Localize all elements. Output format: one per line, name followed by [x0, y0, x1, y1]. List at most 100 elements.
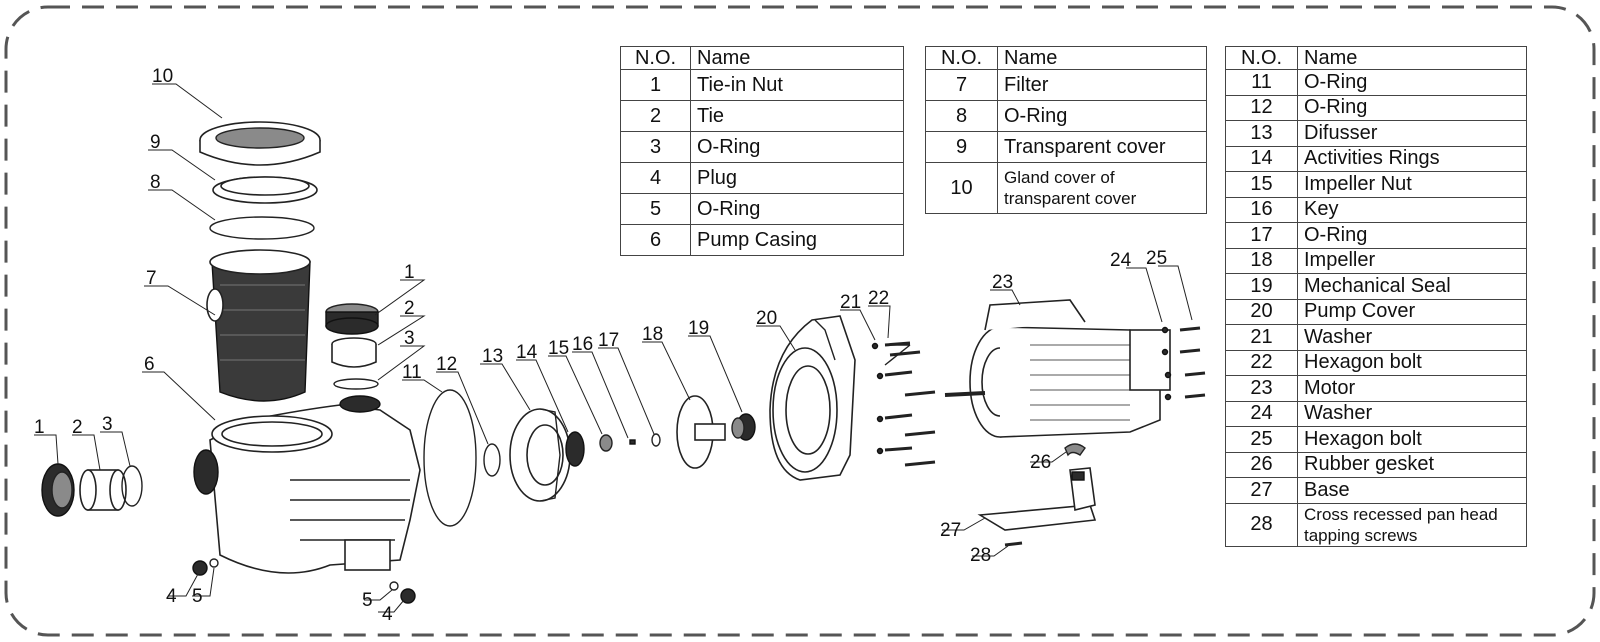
part-name: Pump Cover [1297, 298, 1527, 325]
part-tie-center [331, 337, 377, 368]
part-name: Filter [997, 69, 1207, 101]
part-name: Hexagon bolt [1297, 426, 1527, 453]
callout-27: 27 [940, 520, 961, 541]
part-pump-cover [769, 315, 856, 481]
part-number: 15 [1225, 171, 1298, 198]
table-header: N.O. Name [1225, 46, 1527, 70]
part-activities-ring [565, 431, 585, 467]
part-name: Activities Rings [1297, 145, 1527, 172]
callout-21: 21 [840, 292, 861, 313]
part-o-ring-12 [483, 443, 501, 477]
callout-28: 28 [970, 545, 991, 566]
part-number: 9 [925, 131, 998, 163]
callout-4-right: 4 [382, 604, 393, 625]
header-no: N.O. [1225, 46, 1298, 70]
part-pump-casing [193, 395, 421, 574]
callout-4-left: 4 [166, 586, 177, 607]
part-name: Transparent cover [997, 131, 1207, 163]
part-o-ring-large [209, 216, 315, 240]
callout-22: 22 [868, 288, 889, 309]
table-header: N.O. Name [620, 46, 904, 70]
part-plug-left [192, 560, 208, 576]
callout-labels: 10 9 8 7 6 1 2 3 1 2 3 4 5 5 4 11 12 13 … [34, 66, 1167, 625]
part-name: O-Ring [1297, 69, 1527, 96]
part-number: 7 [925, 69, 998, 101]
callout-1-left: 1 [34, 417, 45, 438]
callout-14: 14 [516, 342, 538, 363]
part-number: 19 [1225, 273, 1298, 300]
callout-6: 6 [144, 354, 155, 375]
part-o-ring-17 [651, 433, 661, 447]
part-number: 10 [925, 162, 998, 214]
part-o-ring-left [121, 465, 143, 507]
part-number: 24 [1225, 400, 1298, 427]
part-tie-in-nut-left [41, 463, 75, 517]
part-name: Rubber gesket [1297, 451, 1527, 478]
part-name: Base [1297, 477, 1527, 504]
part-plug-right [400, 588, 416, 604]
part-o-ring-small-left [209, 558, 219, 568]
callout-18: 18 [642, 324, 663, 345]
part-number: 27 [1225, 477, 1298, 504]
part-name: Plug [690, 162, 904, 194]
part-filter-basket [206, 249, 311, 402]
part-name: Tie-in Nut [690, 69, 904, 101]
callout-17: 17 [598, 330, 619, 351]
part-base [977, 467, 1097, 531]
callout-5-left: 5 [192, 586, 203, 607]
part-motor [944, 299, 1171, 438]
part-name: Cross recessed pan head tapping screws [1297, 502, 1527, 547]
part-number: 20 [1225, 298, 1298, 325]
part-key [629, 439, 636, 445]
part-rubber-gasket [1064, 443, 1086, 457]
header-name: Name [997, 46, 1207, 70]
part-tie-left [79, 469, 127, 511]
callout-9: 9 [150, 132, 161, 153]
part-number: 13 [1225, 120, 1298, 147]
part-number: 2 [620, 100, 691, 132]
callout-15: 15 [548, 338, 569, 359]
part-mechanical-seal [731, 413, 756, 441]
part-number: 5 [620, 193, 691, 225]
callout-1-center: 1 [404, 262, 415, 283]
part-name: Impeller Nut [1297, 171, 1527, 198]
part-impeller [676, 395, 726, 469]
part-number: 14 [1225, 145, 1298, 172]
part-number: 16 [1225, 196, 1298, 223]
part-name: Difusser [1297, 120, 1527, 147]
callout-3-left: 3 [102, 414, 113, 435]
part-diffuser [509, 408, 571, 502]
part-number: 4 [620, 162, 691, 194]
callout-7: 7 [146, 268, 157, 289]
callout-leaders [34, 83, 1193, 613]
callout-8: 8 [150, 172, 161, 193]
part-tie-in-nut-center [325, 303, 379, 335]
callout-16: 16 [572, 334, 593, 355]
callout-2-center: 2 [404, 298, 415, 319]
part-name: O-Ring [690, 131, 904, 163]
callout-3-center: 3 [404, 328, 415, 349]
